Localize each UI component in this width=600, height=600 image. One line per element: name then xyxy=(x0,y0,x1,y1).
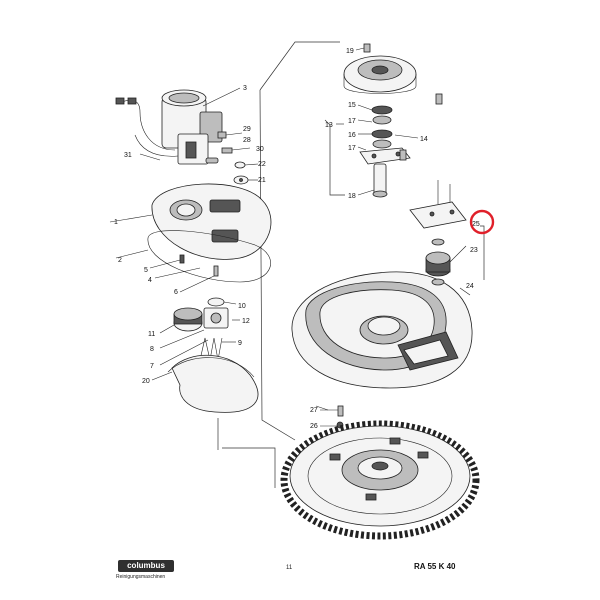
callout-14: 14 xyxy=(420,136,428,143)
base-housing xyxy=(291,271,473,389)
callout-11: 11 xyxy=(148,331,155,338)
pump-assembly xyxy=(409,180,467,286)
callout-30: 30 xyxy=(256,146,264,153)
callout-3: 3 xyxy=(243,85,247,92)
callout-15: 15 xyxy=(348,102,356,109)
callout-10: 10 xyxy=(238,303,246,310)
callout-12: 12 xyxy=(242,318,250,325)
callout-1: 1 xyxy=(114,219,118,226)
page-number: 11 xyxy=(286,565,293,571)
brush-disc xyxy=(280,420,480,540)
callout-labels: 3 29 28 30 22 21 31 1 2 5 4 6 10 12 11 8… xyxy=(114,48,480,430)
callout-28: 28 xyxy=(243,137,251,144)
gasket xyxy=(115,230,271,293)
bearing-stack xyxy=(336,93,443,198)
callout-18: 18 xyxy=(348,193,356,200)
highlight-circle xyxy=(469,209,495,235)
leader-lines xyxy=(315,405,329,411)
pulley-housing xyxy=(343,43,417,94)
base-screws xyxy=(320,405,344,429)
model-designation: RA 55 K 40 xyxy=(414,562,456,571)
motor-assembly xyxy=(161,87,241,165)
callout-2: 2 xyxy=(118,257,122,264)
callout-24: 24 xyxy=(466,283,474,290)
pulley-assembly xyxy=(159,297,240,366)
callout-8: 8 xyxy=(150,346,154,353)
callout-20: 20 xyxy=(142,378,150,385)
callout-9: 9 xyxy=(238,340,242,347)
callout-5: 5 xyxy=(144,267,148,274)
drive-belt xyxy=(151,354,259,413)
callout-7: 7 xyxy=(150,363,154,370)
brand-subtitle: Reinigungsmaschinen xyxy=(116,574,166,580)
motor-plate xyxy=(109,183,272,260)
brand-name: columbus xyxy=(127,561,165,570)
callout-13: 13 xyxy=(325,122,333,129)
callout-16: 16 xyxy=(348,132,356,139)
small-fasteners xyxy=(205,131,259,185)
callout-6: 6 xyxy=(174,289,178,296)
callout-27: 27 xyxy=(310,407,318,414)
callout-21: 21 xyxy=(258,177,266,184)
callout-25: 25 xyxy=(472,221,480,228)
callout-26: 26 xyxy=(310,423,318,430)
callout-29: 29 xyxy=(243,126,251,133)
callout-23: 23 xyxy=(470,247,478,254)
callout-17-upper: 17 xyxy=(348,118,356,125)
callout-22: 22 xyxy=(258,161,266,168)
callout-31: 31 xyxy=(124,152,132,159)
callout-17-lower: 17 xyxy=(348,145,356,152)
callout-19: 19 xyxy=(346,48,354,55)
cable-assembly xyxy=(115,97,179,161)
callout-4: 4 xyxy=(148,277,152,284)
brand-logo: columbus xyxy=(118,560,174,572)
